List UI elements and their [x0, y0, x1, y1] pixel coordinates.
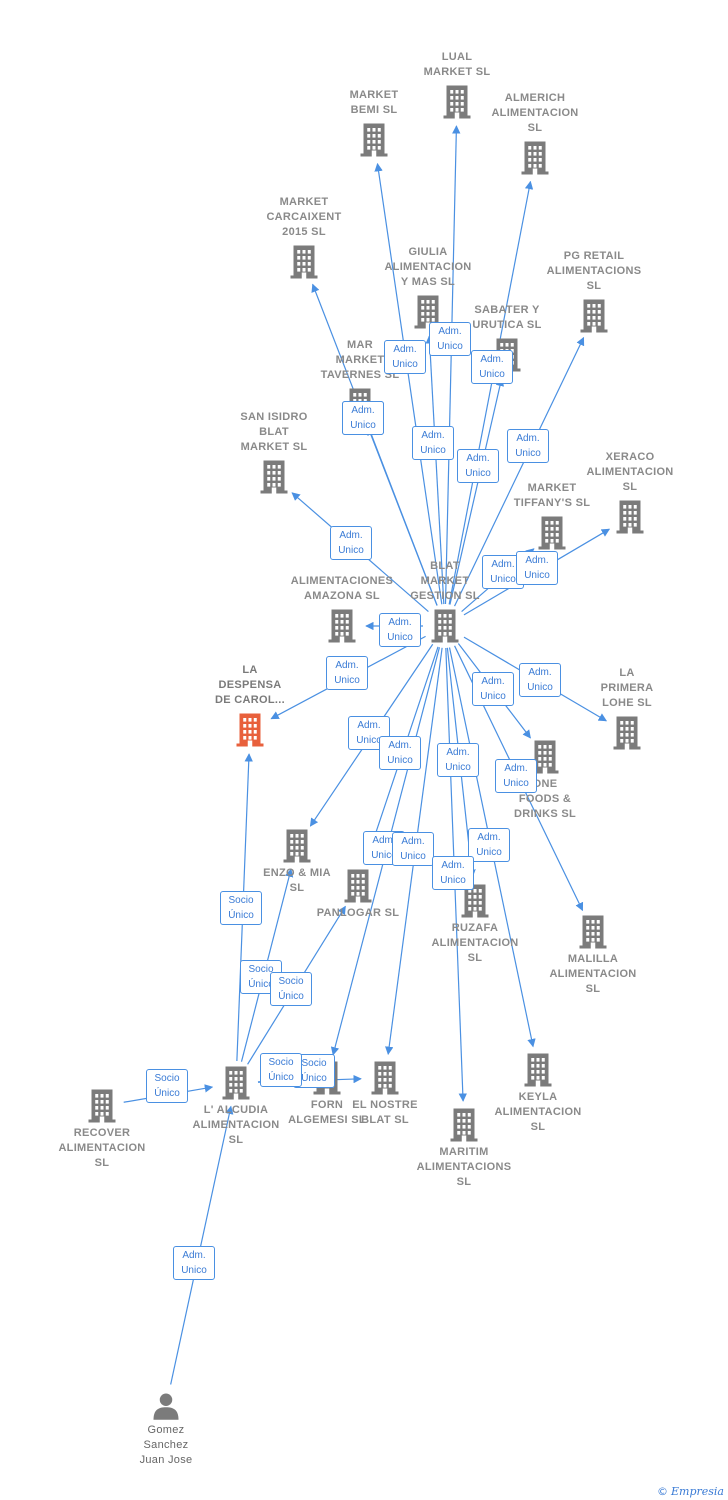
- company-building-icon[interactable]: [609, 715, 645, 756]
- edge-blat-to-giulia: [425, 335, 445, 605]
- company-building-icon[interactable]: [367, 1060, 403, 1101]
- company-building-icon[interactable]: [520, 1052, 556, 1093]
- edge-label-blat-to-giulia[interactable]: Adm. Unico: [412, 426, 454, 460]
- company-building-icon[interactable]: [410, 294, 446, 335]
- edge-label-blat-to-panlogar[interactable]: Adm. Unico: [379, 736, 421, 770]
- node-label-enzo[interactable]: ENZO & MIA SL: [263, 867, 331, 894]
- edge-blat-to-pgretail: [453, 336, 585, 607]
- company-building-icon[interactable]: [286, 244, 322, 285]
- edge-label-blat-to-malilla[interactable]: Adm. Unico: [472, 672, 514, 706]
- edge-label-blat-to-primera[interactable]: Adm. Unico: [519, 663, 561, 697]
- company-building-icon[interactable]: [457, 883, 493, 924]
- node-label-nostre[interactable]: EL NOSTRE BLAT SL: [352, 1099, 418, 1126]
- company-building-icon[interactable]: [534, 515, 570, 556]
- edge-label-recover-to-alcudia[interactable]: Socio Único: [146, 1069, 188, 1103]
- edge-label-alcudia-to-despensa[interactable]: Socio Único: [220, 891, 262, 925]
- node-label-sanisidro[interactable]: SAN ISIDRO BLAT MARKET SL: [240, 411, 308, 453]
- edge-label-blat-to-xeraco[interactable]: Adm. Unico: [516, 551, 558, 585]
- edge-label-blat-to-amazona[interactable]: Adm. Unico: [379, 613, 421, 647]
- company-building-icon[interactable]: [427, 608, 463, 649]
- node-label-recover[interactable]: RECOVER ALIMENTACION SL: [58, 1127, 146, 1169]
- node-label-blat[interactable]: BLAT MARKET GESTION SL: [410, 560, 480, 602]
- edge-label-blat-to-sanisidro[interactable]: Adm. Unico: [330, 526, 372, 560]
- node-label-carcaixent[interactable]: MARKET CARCAIXENT 2015 SL: [266, 196, 342, 238]
- company-building-icon[interactable]: [612, 499, 648, 540]
- brand-name: Empresia: [671, 1485, 724, 1498]
- edge-blat-to-almerich: [448, 180, 534, 605]
- node-label-forn[interactable]: FORN ALGEMESI SL: [288, 1099, 366, 1126]
- node-label-malilla[interactable]: MALILLA ALIMENTACION SL: [549, 953, 637, 995]
- node-label-ruzafa[interactable]: RUZAFA ALIMENTACION SL: [431, 922, 519, 964]
- edge-label-blat-to-bemi[interactable]: Adm. Unico: [384, 340, 426, 374]
- company-building-icon[interactable]: [439, 84, 475, 125]
- node-label-amazona[interactable]: ALIMENTACIONES AMAZONA SL: [290, 575, 394, 602]
- company-building-icon[interactable]: [517, 140, 553, 181]
- node-label-tiffany[interactable]: MARKET TIFFANY'S SL: [513, 482, 591, 509]
- node-label-panlogar[interactable]: PANLOGAR SL: [316, 907, 400, 919]
- edge-label-blat-to-mar[interactable]: Adm. Unico: [342, 401, 384, 435]
- node-label-maritim[interactable]: MARITIM ALIMENTACIONS SL: [416, 1146, 512, 1188]
- node-label-pgretail[interactable]: PG RETAIL ALIMENTACIONS SL: [546, 250, 642, 292]
- edge-gomez-to-alcudia: [170, 1105, 234, 1385]
- edge-label-gomez-to-alcudia[interactable]: Adm. Unico: [173, 1246, 215, 1280]
- edge-label-blat-to-onefoods[interactable]: Adm. Unico: [495, 759, 537, 793]
- node-label-despensa[interactable]: LA DESPENSA DE CAROL...: [215, 664, 285, 706]
- company-building-icon[interactable]: [279, 828, 315, 869]
- edge-blat-to-mar: [367, 426, 438, 606]
- company-building-icon[interactable]: [340, 868, 376, 909]
- company-building-icon[interactable]: [356, 122, 392, 163]
- edge-blat-to-sabater: [449, 377, 505, 605]
- edge-label-blat-to-pgretail[interactable]: Adm. Unico: [507, 429, 549, 463]
- copyright-icon: ©: [657, 1485, 668, 1498]
- node-label-gomez[interactable]: Gomez Sanchez Juan Jose: [139, 1424, 193, 1466]
- node-label-alcudia[interactable]: L' ALCUDIA ALIMENTACION SL: [192, 1104, 280, 1146]
- focus-company-building-icon[interactable]: [232, 712, 268, 753]
- node-label-onefoods[interactable]: ONE FOODS & DRINKS SL: [514, 778, 576, 820]
- person-icon[interactable]: [151, 1391, 181, 1426]
- edge-label-blat-to-keyla[interactable]: Adm. Unico: [468, 828, 510, 862]
- company-building-icon[interactable]: [324, 608, 360, 649]
- company-building-icon[interactable]: [446, 1107, 482, 1148]
- edge-label-alcudia-to-panlogar[interactable]: Socio Único: [270, 972, 312, 1006]
- node-label-xeraco[interactable]: XERACO ALIMENTACION SL: [586, 451, 674, 493]
- company-building-icon[interactable]: [576, 298, 612, 339]
- edge-label-blat-to-despensa[interactable]: Adm. Unico: [326, 656, 368, 690]
- edge-label-alcudia-to-forn[interactable]: Socio Único: [260, 1053, 302, 1087]
- node-label-almerich[interactable]: ALMERICH ALIMENTACION SL: [491, 92, 579, 134]
- edge-label-blat-to-ruzafa[interactable]: Adm. Unico: [437, 743, 479, 777]
- edge-label-blat-to-lual[interactable]: Adm. Unico: [429, 322, 471, 356]
- edge-blat-to-lual: [444, 125, 461, 605]
- company-building-icon[interactable]: [575, 914, 611, 955]
- company-building-icon[interactable]: [218, 1065, 254, 1106]
- node-label-bemi[interactable]: MARKET BEMI SL: [349, 89, 399, 116]
- company-building-icon[interactable]: [527, 739, 563, 780]
- company-building-icon[interactable]: [84, 1088, 120, 1129]
- node-label-sabater[interactable]: SABATER Y URUTICA SL: [472, 304, 542, 331]
- edge-label-blat-to-sabater[interactable]: Adm. Unico: [457, 449, 499, 483]
- edge-blat-to-bemi: [374, 162, 443, 605]
- brand-watermark[interactable]: ©Empresia: [657, 1485, 724, 1498]
- edge-label-blat-to-almerich[interactable]: Adm. Unico: [471, 350, 513, 384]
- edge-label-blat-to-maritim[interactable]: Adm. Unico: [432, 856, 474, 890]
- node-label-giulia[interactable]: GIULIA ALIMENTACION Y MAS SL: [384, 246, 472, 288]
- node-label-primera[interactable]: LA PRIMERA LOHE SL: [600, 667, 654, 709]
- node-label-keyla[interactable]: KEYLA ALIMENTACION SL: [494, 1091, 582, 1133]
- node-label-lual[interactable]: LUAL MARKET SL: [423, 51, 491, 78]
- edge-label-blat-to-nostre[interactable]: Adm. Unico: [392, 832, 434, 866]
- company-building-icon[interactable]: [256, 459, 292, 500]
